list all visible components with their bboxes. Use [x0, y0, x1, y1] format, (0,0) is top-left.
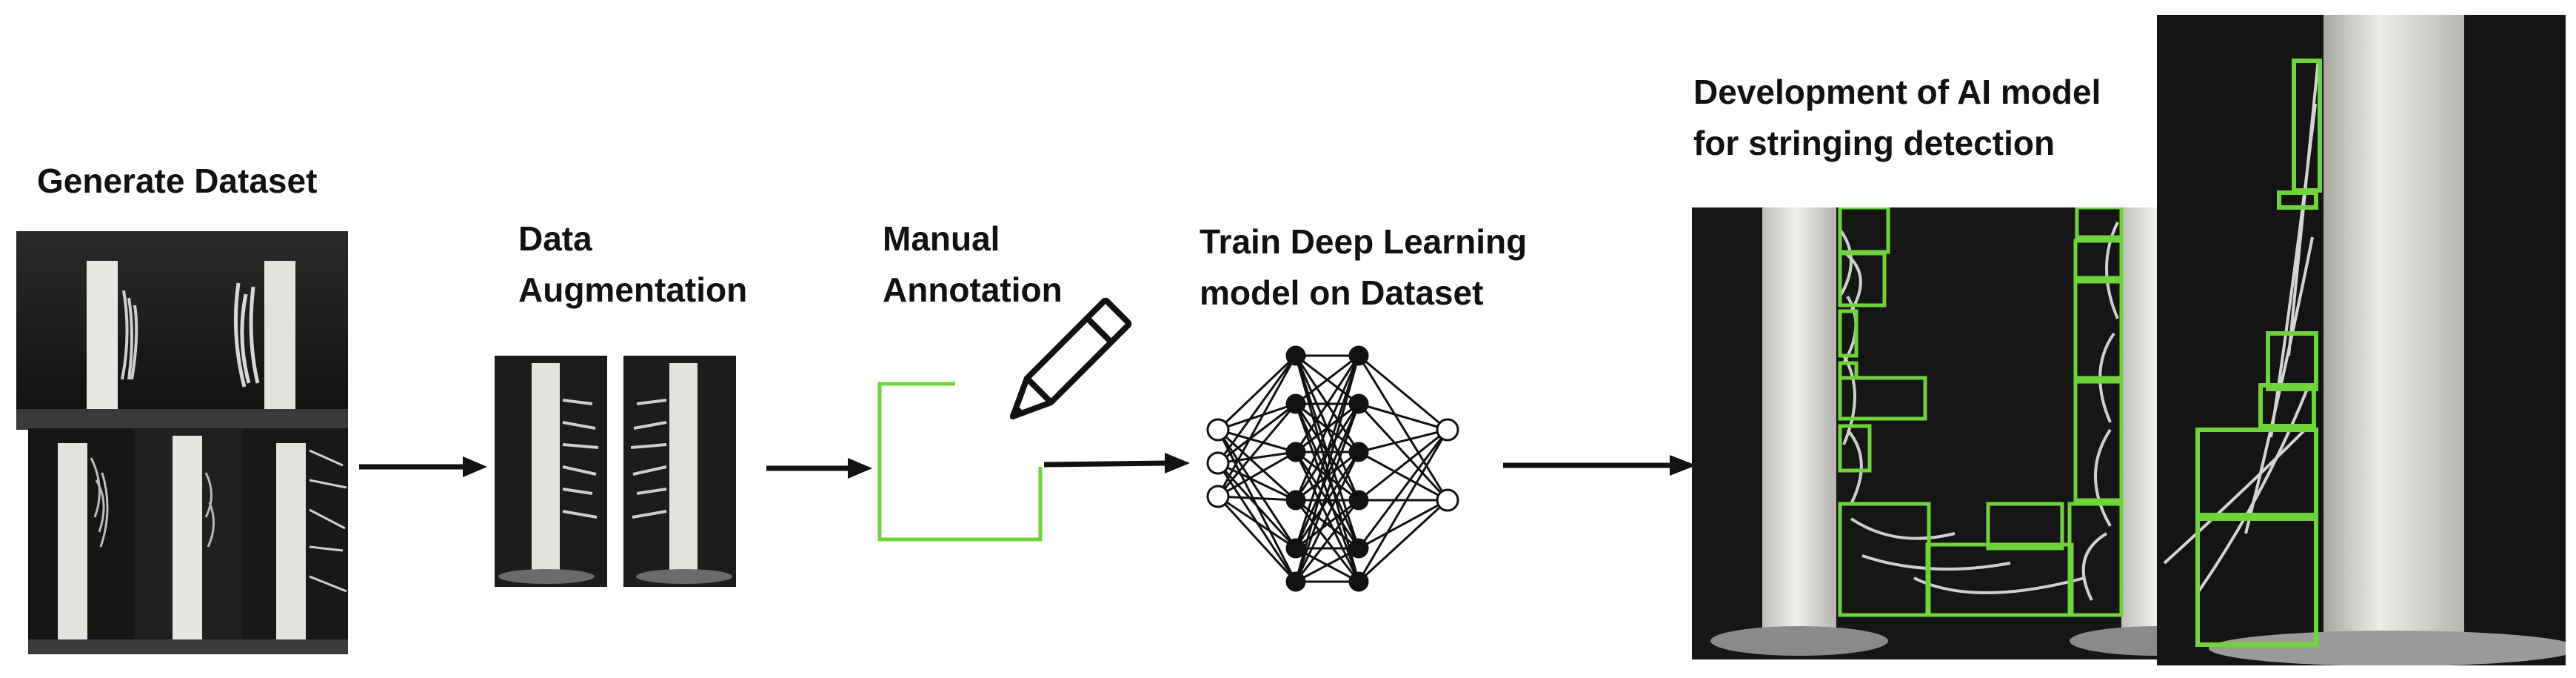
nn-node-1-1 [1285, 393, 1306, 414]
nn-node-3-1 [1436, 488, 1459, 512]
nn-node-2-3 [1348, 490, 1369, 511]
nn-node-0-1 [1206, 451, 1230, 475]
arrow-right-icon [1043, 453, 1190, 473]
augmentation-photo-left [495, 356, 607, 587]
development-label: Development of AI model for stringing de… [1693, 73, 2101, 162]
nn-node-1-5 [1285, 571, 1306, 592]
nn-node-2-0 [1348, 345, 1369, 366]
nn-node-1-0 [1285, 345, 1306, 366]
data-augmentation-label: Data Augmentation [518, 219, 748, 309]
arrow-right-icon [1503, 455, 1696, 476]
arrow-right-icon [766, 458, 872, 479]
generate-dataset-label: Generate Dataset [37, 162, 318, 200]
detection-photo-main [1692, 207, 2247, 659]
dataset-photo-top [16, 231, 348, 430]
neural-network-icon [1200, 333, 1466, 600]
train-model-label: Train Deep Learning model on Dataset [1200, 222, 1528, 312]
augmentation-photo-right [623, 356, 736, 587]
nn-node-2-5 [1348, 571, 1369, 592]
pencil-icon [977, 282, 1148, 452]
nn-node-3-0 [1436, 418, 1459, 442]
nn-node-1-3 [1285, 490, 1306, 511]
arrow-right-icon [359, 456, 487, 477]
nn-node-1-4 [1285, 538, 1306, 559]
nn-node-0-0 [1206, 418, 1230, 442]
nn-node-2-4 [1348, 538, 1369, 559]
annotation-bracket [874, 378, 1051, 545]
manual-annotation-label: Manual Annotation [883, 219, 1063, 309]
dataset-photo-bottom [28, 428, 348, 654]
nn-node-2-2 [1348, 442, 1369, 462]
nn-node-2-1 [1348, 393, 1369, 414]
detection-photo-zoom [2157, 15, 2566, 665]
nn-node-0-2 [1206, 485, 1230, 508]
nn-node-1-2 [1285, 442, 1306, 462]
